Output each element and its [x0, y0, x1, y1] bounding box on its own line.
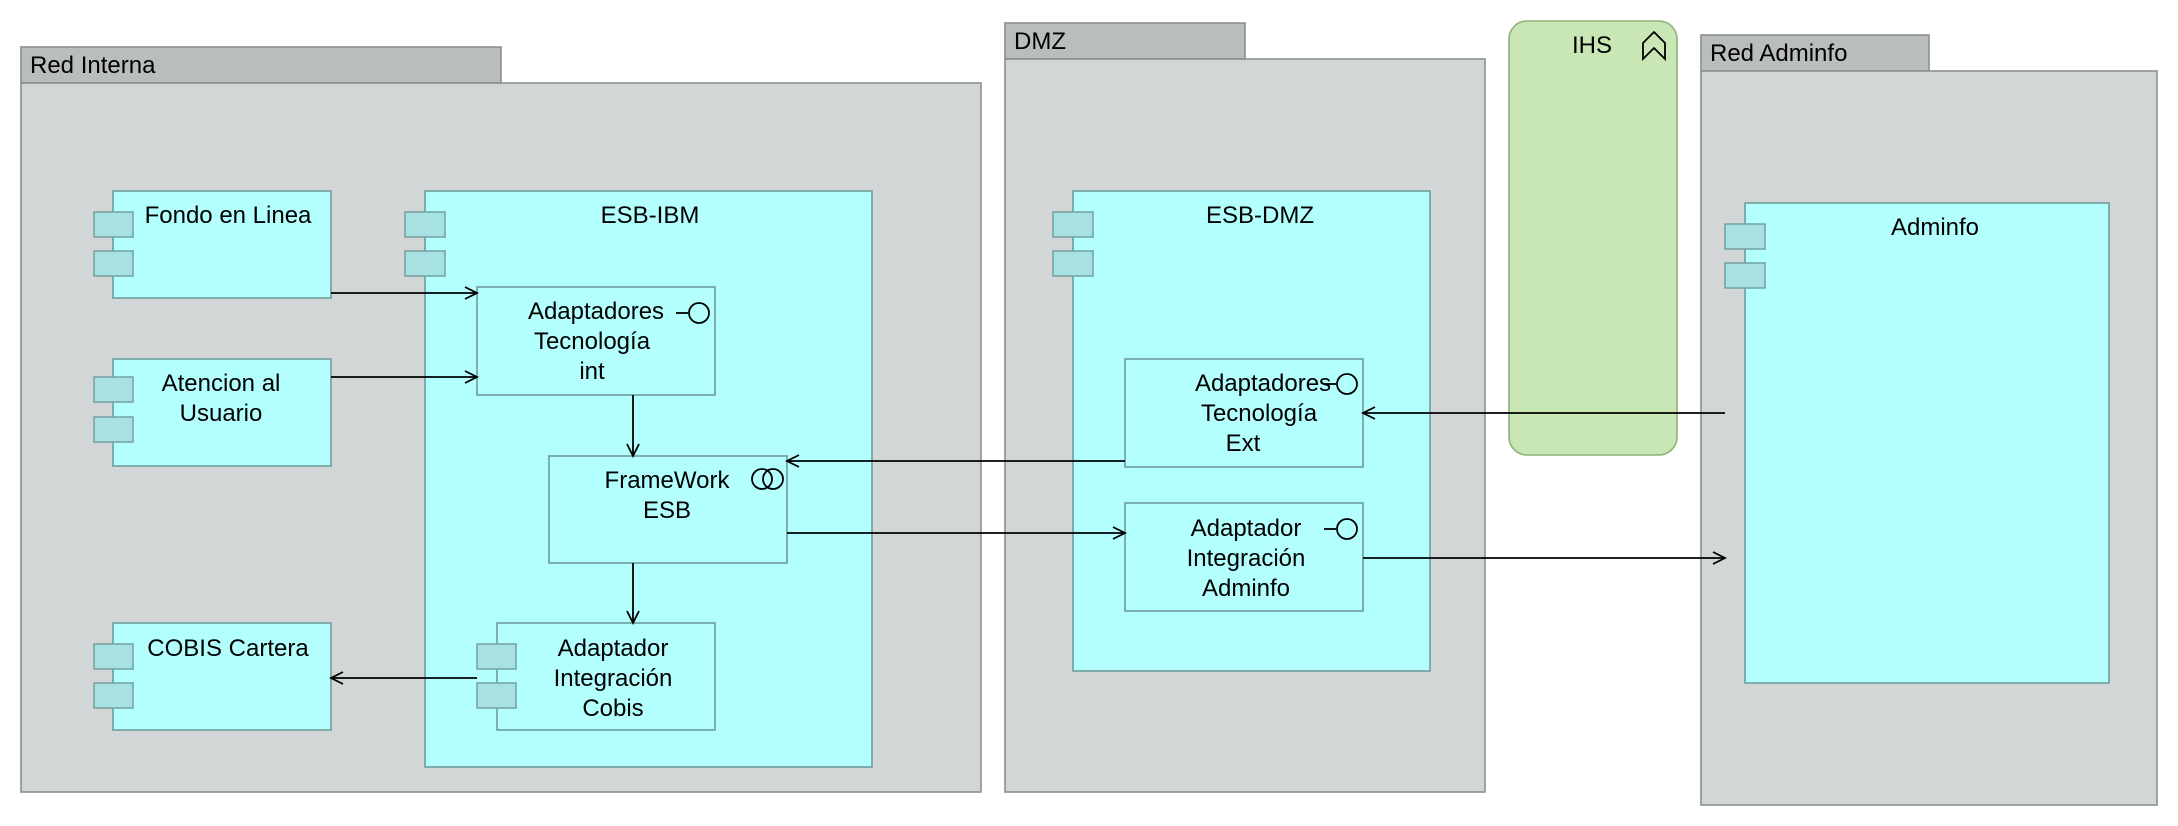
component-tab-icon	[1724, 262, 1766, 289]
chevron-up-icon	[1642, 30, 1666, 62]
component-label: Ext	[1226, 430, 1261, 457]
collaboration-icon	[751, 468, 784, 490]
component-fondo-en-linea: Fondo en Linea	[93, 190, 332, 299]
component-cobis-cartera: COBIS Cartera	[93, 622, 332, 731]
interface-adaptadores-tecnologia-int: Adaptadores Tecnología int	[476, 286, 716, 396]
connector-fondo-to-adaptadores-int	[331, 286, 480, 300]
component-label: Fondo en Linea	[145, 202, 312, 229]
component-label: ESB	[643, 497, 691, 524]
component-tab-icon	[476, 643, 517, 670]
connector-adaptadores-ext-to-framework	[784, 454, 1125, 468]
component-label: Adaptador	[558, 635, 669, 662]
connector-adaptadores-int-to-framework	[626, 395, 640, 459]
component-tab-icon	[93, 250, 134, 277]
connector-adaptador-adminfo-to-adminfo	[1363, 551, 1728, 565]
group-red-adminfo-label: Red Adminfo	[1710, 40, 1847, 67]
component-label: Tecnología	[534, 328, 651, 355]
component-label: Tecnología	[1201, 400, 1318, 427]
component-label: Cobis	[582, 695, 643, 722]
component-label: int	[579, 358, 605, 385]
interface-icon	[1324, 373, 1358, 395]
group-dmz-tab	[1004, 22, 1246, 60]
component-tab-icon	[476, 682, 517, 709]
connector-adaptador-cobis-to-cobis-cartera	[328, 671, 477, 685]
component-label: FrameWork	[605, 467, 731, 494]
connector-framework-to-adaptador-cobis	[626, 563, 640, 626]
group-red-adminfo-tab	[1700, 34, 1930, 72]
component-tab-icon	[404, 250, 446, 277]
component-label: COBIS Cartera	[147, 635, 309, 662]
interface-icon	[1324, 518, 1358, 540]
component-label: Integración	[1187, 545, 1306, 572]
component-tab-icon	[404, 211, 446, 238]
component-tab-icon	[93, 376, 134, 403]
connector-framework-to-adaptador-adminfo	[787, 526, 1128, 540]
component-label: Adaptador	[1191, 515, 1302, 542]
component-label: ESB-DMZ	[1206, 202, 1314, 229]
connector-adminfo-to-adaptadores-ext	[1360, 406, 1725, 420]
interface-adaptador-integracion-adminfo: Adaptador Integración Adminfo	[1124, 502, 1364, 612]
component-label: Atencion al	[162, 370, 281, 397]
interface-adaptadores-tecnologia-ext: Adaptadores Tecnología Ext	[1124, 358, 1364, 468]
group-red-interna-tab	[20, 46, 502, 84]
component-atencion-al-usuario: Atencion al Usuario	[93, 358, 332, 467]
node-ihs: IHS	[1508, 20, 1678, 456]
component-tab-icon	[93, 211, 134, 238]
node-ihs-box	[1508, 20, 1678, 456]
component-label: Integración	[554, 665, 673, 692]
component-tab-icon	[93, 643, 134, 670]
connectors	[328, 286, 1728, 685]
component-label: Adaptadores	[528, 298, 664, 325]
component-tab-icon	[1052, 250, 1094, 277]
component-adminfo: Adminfo	[1724, 202, 2110, 684]
collaboration-framework-esb: FrameWork ESB	[548, 455, 788, 564]
component-label: ESB-IBM	[601, 202, 700, 229]
component-tab-icon	[93, 416, 134, 443]
component-tab-icon	[93, 682, 134, 709]
component-label: Adminfo	[1891, 214, 1979, 241]
node-ihs-label: IHS	[1572, 32, 1612, 59]
component-label: Adminfo	[1202, 575, 1290, 602]
component-tab-icon	[1724, 223, 1766, 250]
component-adaptador-integracion-cobis: Adaptador Integración Cobis	[476, 622, 716, 731]
group-red-interna-label: Red Interna	[30, 52, 156, 79]
interface-icon	[676, 302, 710, 324]
group-dmz-label: DMZ	[1014, 28, 1066, 55]
component-label: Usuario	[180, 400, 263, 427]
component-tab-icon	[1052, 211, 1094, 238]
connector-atencion-to-adaptadores-int	[331, 370, 480, 384]
component-label: Adaptadores	[1195, 370, 1331, 397]
